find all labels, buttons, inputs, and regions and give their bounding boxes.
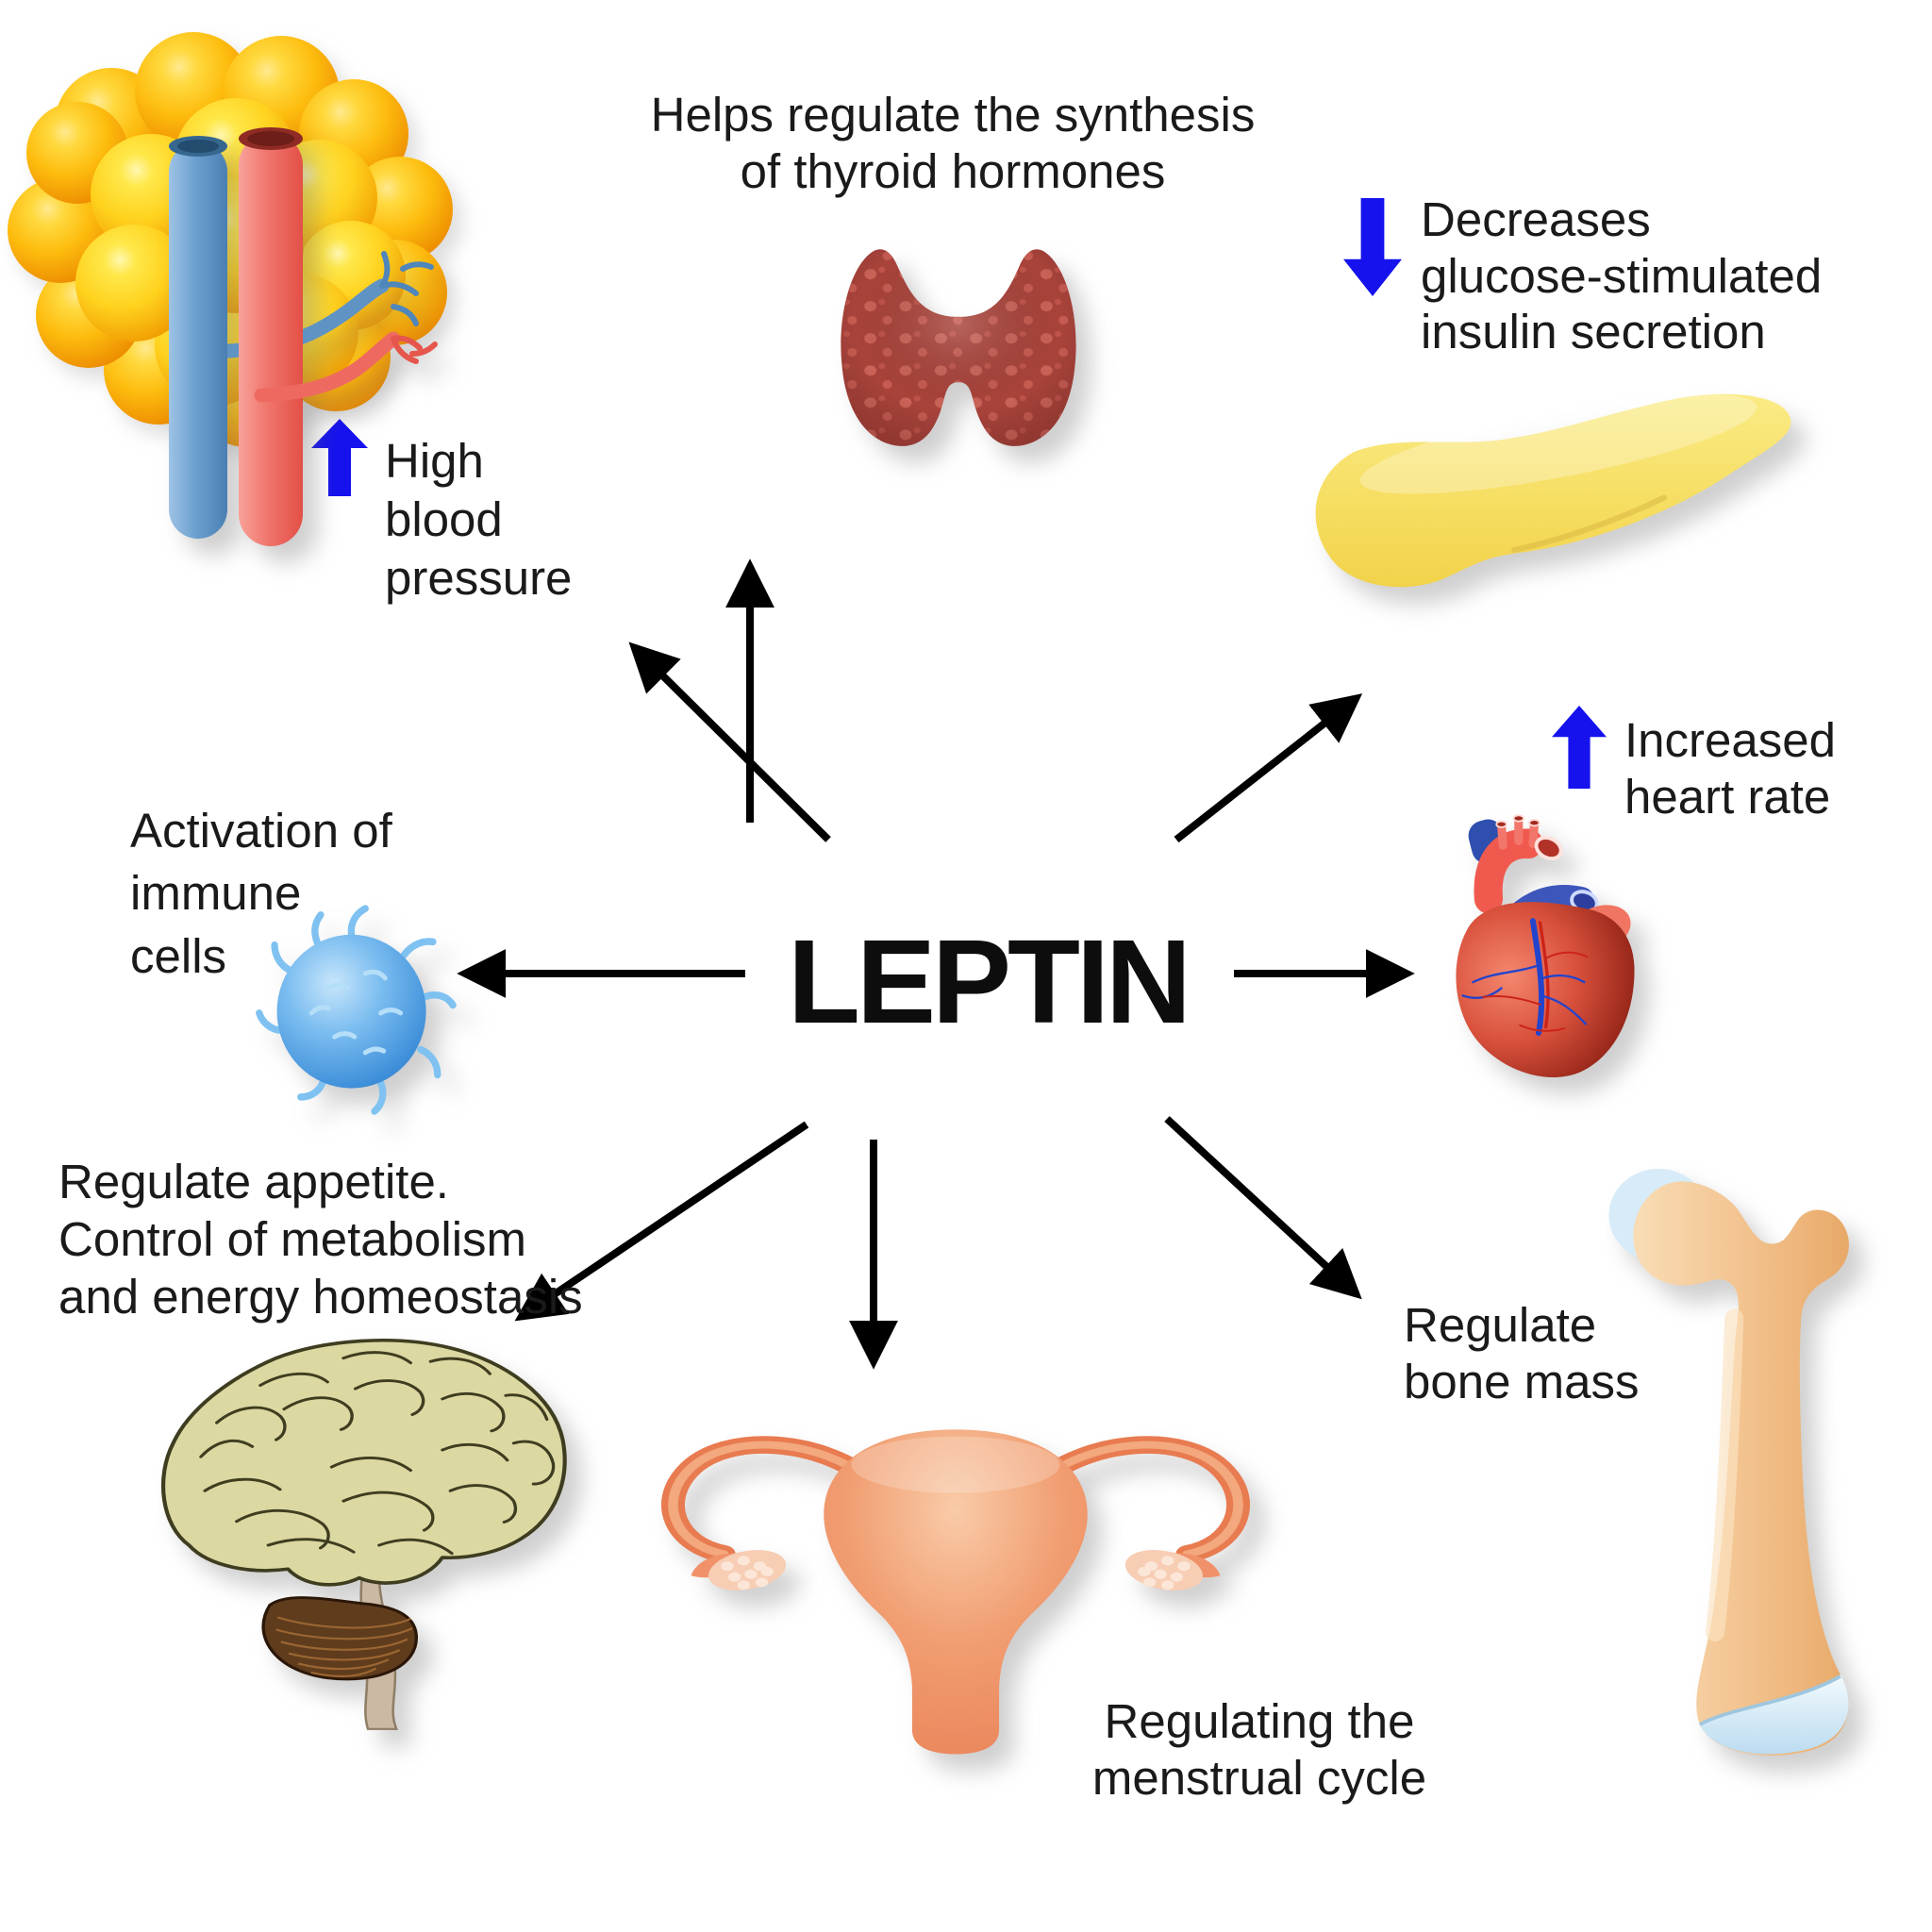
down-arrow-icon — [1343, 198, 1402, 296]
label-heart-rate-effect: Increased heart rate — [1624, 713, 1836, 824]
leptin-center-label: LEPTIN — [787, 914, 1191, 1048]
label-thyroid-effect: Helps regulate the synthesis of thyroid … — [650, 88, 1256, 198]
up-arrow-icon — [1552, 706, 1607, 789]
right-ovary — [1124, 1550, 1203, 1591]
up-arrow-icon — [311, 419, 368, 496]
label-immune-effect: Activation of immune cells — [130, 804, 392, 983]
brain-illustration — [161, 1339, 567, 1730]
uterus-illustration — [661, 1429, 1250, 1755]
left-ovary — [708, 1550, 787, 1591]
label-bone-mass-effect: Regulate bone mass — [1404, 1298, 1640, 1408]
arrow-to-pancreas — [1174, 693, 1363, 843]
heart-illustration — [1456, 814, 1635, 1078]
arrow-to-bone — [1164, 1116, 1362, 1300]
label-blood-pressure-effect: High blood pressure — [385, 434, 573, 606]
label-insulin-effect: Decreases glucose-stimulated insulin sec… — [1421, 192, 1823, 359]
label-appetite-effect: Regulate appetite. Control of metabolism… — [58, 1155, 583, 1324]
blood-vessels-illustration — [169, 127, 438, 546]
cerebellum — [261, 1596, 418, 1681]
brain-gyri — [199, 1351, 556, 1556]
femur-bone-illustration — [1608, 1168, 1849, 1756]
label-menstrual-effect: Regulating the menstrual cycle — [1091, 1694, 1427, 1805]
pancreas-illustration — [1315, 393, 1791, 588]
arrow-to-brain — [514, 1121, 809, 1322]
arrow-to-blood-vessels — [628, 641, 831, 842]
thyroid-gland-illustration — [841, 249, 1076, 446]
immune-cell-illustration — [256, 905, 457, 1115]
